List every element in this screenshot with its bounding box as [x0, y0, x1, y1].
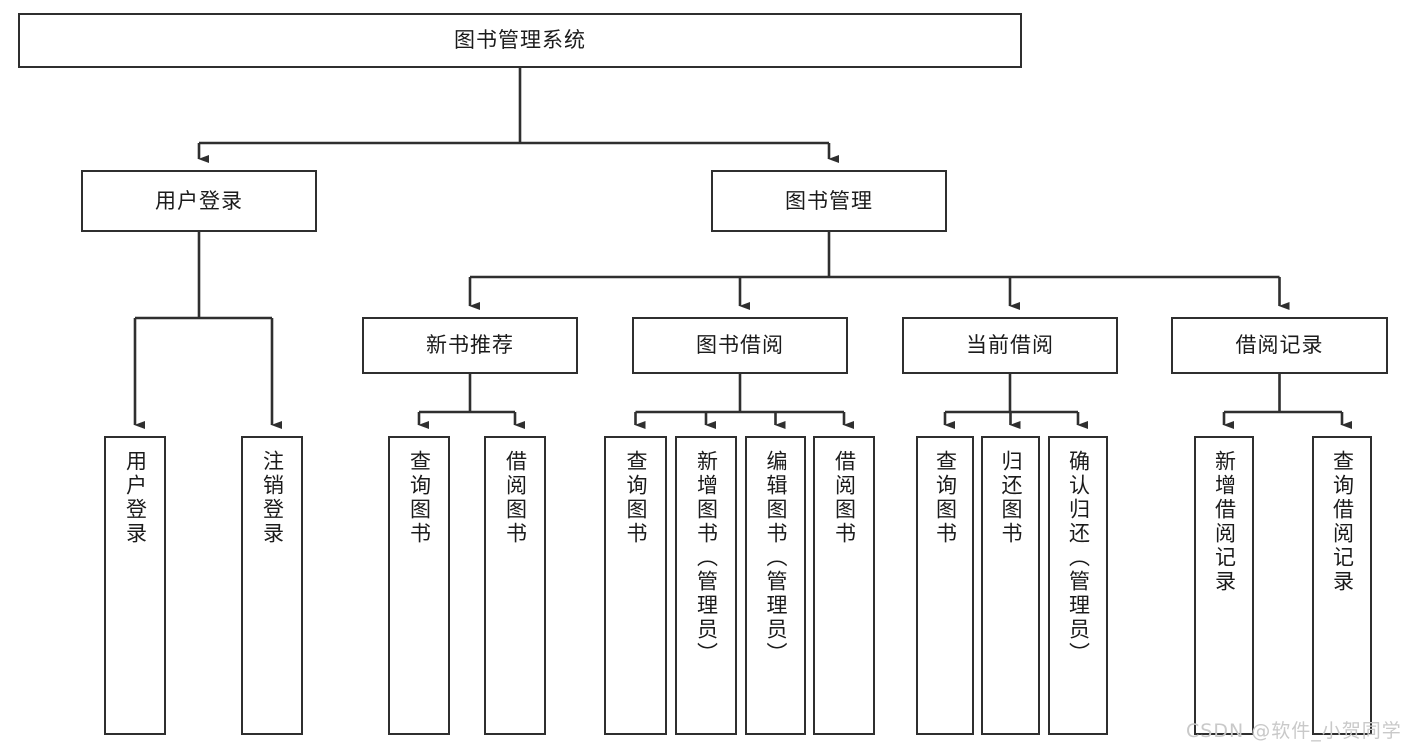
node-label: 图书管理系统: [454, 28, 586, 53]
node-label: 归还图书: [999, 450, 1023, 546]
node-label: 当前借阅: [966, 333, 1054, 358]
node-leaf-add-book[interactable]: 新增图书（管理员）: [675, 436, 737, 735]
node-label: 借阅记录: [1235, 333, 1324, 358]
node-leaf-confirm-return[interactable]: 确认归还（管理员）: [1048, 436, 1108, 735]
node-current-borrow[interactable]: 当前借阅: [902, 317, 1118, 374]
node-root[interactable]: 图书管理系统: [18, 13, 1022, 68]
node-book-borrow[interactable]: 图书借阅: [632, 317, 848, 374]
node-book-manage[interactable]: 图书管理: [711, 170, 947, 232]
node-leaf-query-book-3[interactable]: 查询图书: [916, 436, 974, 735]
node-leaf-add-record[interactable]: 新增借阅记录: [1194, 436, 1254, 735]
node-label: 借阅图书: [503, 450, 528, 546]
node-leaf-edit-book[interactable]: 编辑图书（管理员）: [745, 436, 806, 735]
node-label: 图书管理: [785, 188, 873, 213]
node-leaf-query-book-1[interactable]: 查询图书: [388, 436, 450, 735]
node-leaf-borrow-book-1[interactable]: 借阅图书: [484, 436, 546, 735]
node-label: 新增借阅记录: [1212, 450, 1237, 594]
node-label: 编辑图书（管理员）: [764, 450, 788, 666]
node-leaf-return-book[interactable]: 归还图书: [981, 436, 1040, 735]
node-label: 新书推荐: [426, 333, 514, 358]
node-label: 用户登录: [123, 450, 148, 546]
node-new-book-rec[interactable]: 新书推荐: [362, 317, 578, 374]
node-label: 查询图书: [624, 450, 648, 546]
node-label: 用户登录: [155, 188, 243, 213]
node-label: 图书借阅: [696, 333, 784, 358]
node-leaf-query-book-2[interactable]: 查询图书: [604, 436, 667, 735]
node-label: 查询借阅记录: [1330, 450, 1355, 594]
node-leaf-user-login[interactable]: 用户登录: [104, 436, 166, 735]
node-label: 注销登录: [260, 450, 285, 546]
node-borrow-record[interactable]: 借阅记录: [1171, 317, 1388, 374]
node-label: 确认归还（管理员）: [1066, 450, 1091, 666]
node-leaf-logout[interactable]: 注销登录: [241, 436, 303, 735]
node-label: 查询图书: [407, 450, 432, 546]
node-label: 新增图书（管理员）: [694, 450, 719, 666]
node-label: 查询图书: [933, 450, 958, 546]
node-leaf-query-record[interactable]: 查询借阅记录: [1312, 436, 1372, 735]
node-leaf-borrow-book-2[interactable]: 借阅图书: [813, 436, 875, 735]
node-label: 借阅图书: [832, 450, 857, 546]
node-user-login[interactable]: 用户登录: [81, 170, 317, 232]
